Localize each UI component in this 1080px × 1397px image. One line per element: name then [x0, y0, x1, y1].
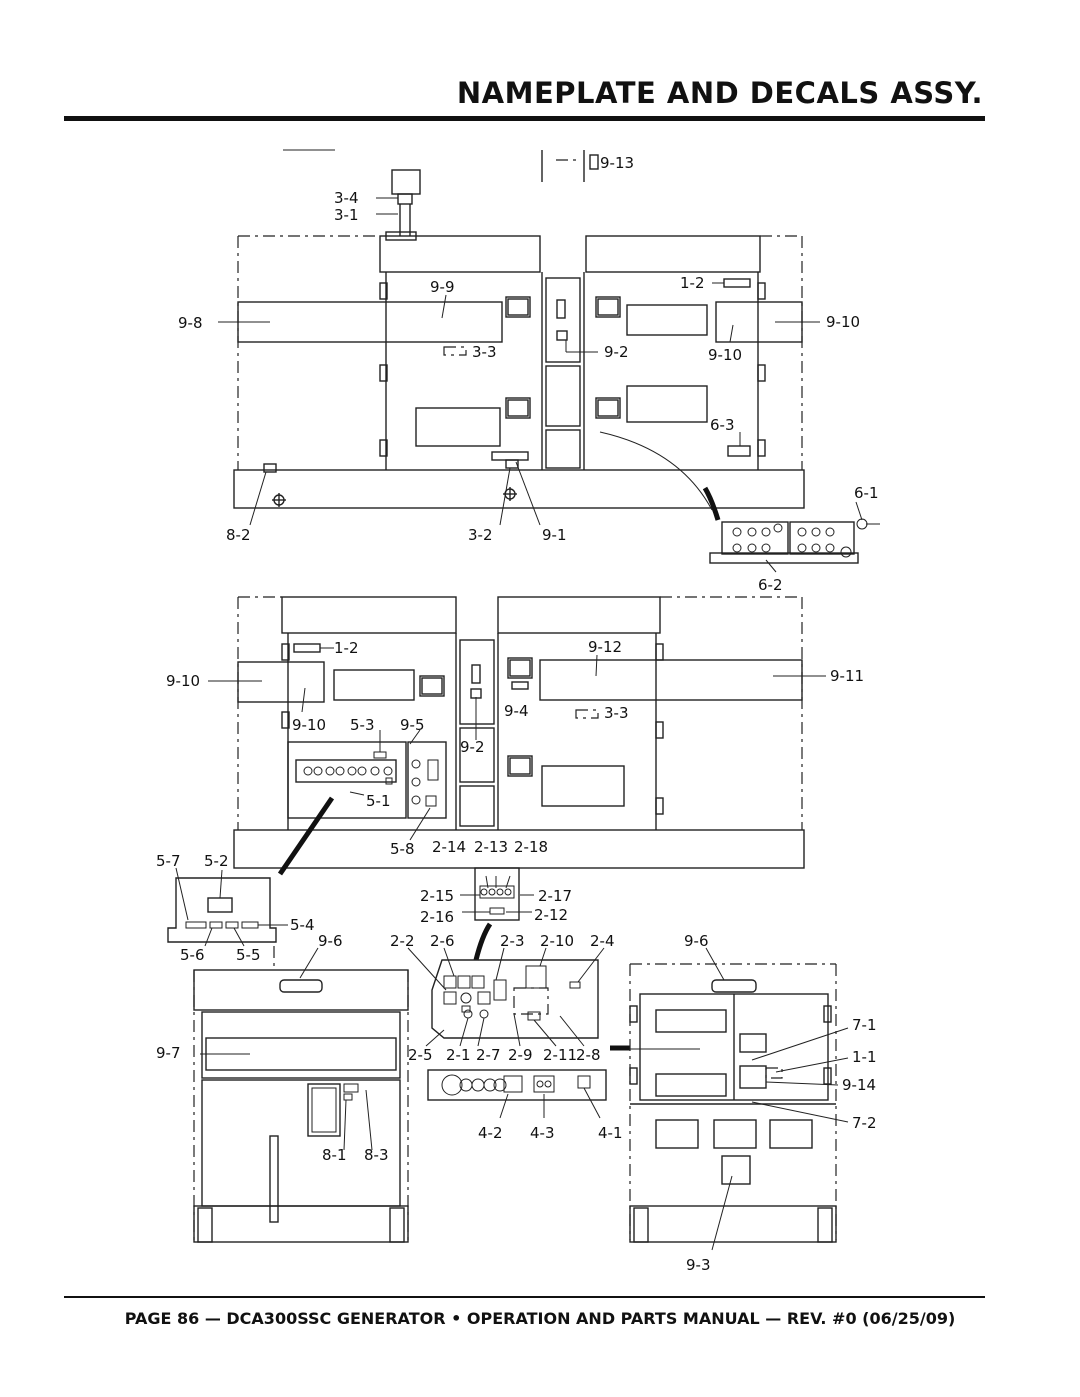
control-box-detail: 5-7 5-2 5-4 5-6 5-5: [156, 852, 315, 964]
callout-2-4: 2-4: [590, 932, 615, 950]
callout-9-7: 9-7: [156, 1044, 181, 1062]
callout-5-8: 5-8: [390, 840, 415, 858]
generator-side-view-top: 9-13 3-4 3-1 9-9 9-8 3-3 9-2 1-2 9-10 9-…: [178, 149, 880, 594]
callout-9-14: 9-14: [842, 1076, 876, 1094]
wiring-panel-detail: 2-2 2-6 2-3 2-10 2-4 2-5 2-1 2-7 2-9 2-1…: [390, 932, 700, 1064]
page-footer: PAGE 86 — DCA300SSC GENERATOR • OPERATIO…: [124, 1309, 956, 1328]
callout-2-15: 2-15: [420, 887, 454, 905]
generator-side-view-middle: 1-2 9-12 9-10 9-11 9-4 3-3 9-10 5-3 9-5 …: [166, 596, 864, 876]
generator-end-view-left: 9-6 9-7 8-1 8-3: [156, 932, 409, 1243]
callout-9-9: 9-9: [430, 278, 455, 296]
callout-2-16: 2-16: [420, 908, 454, 926]
callout-7-2: 7-2: [852, 1114, 877, 1132]
callout-9-5: 9-5: [400, 716, 425, 734]
callout-2-10: 2-10: [540, 932, 574, 950]
callout-9-3: 9-3: [686, 1256, 711, 1274]
callout-2-18: 2-18: [514, 838, 548, 856]
callout-7-1: 7-1: [852, 1016, 877, 1034]
callout-2-1: 2-1: [446, 1046, 471, 1064]
callout-2-6: 2-6: [430, 932, 455, 950]
callout-2-9: 2-9: [508, 1046, 533, 1064]
callout-4-1: 4-1: [598, 1124, 623, 1142]
callout-5-5: 5-5: [236, 946, 261, 964]
callout-6-3: 6-3: [710, 416, 735, 434]
callout-2-11: 2-11: [543, 1046, 577, 1064]
callout-2-14: 2-14: [432, 838, 466, 856]
callout-3-1: 3-1: [334, 206, 359, 224]
callout-4-3: 4-3: [530, 1124, 555, 1142]
callout-1-2: 1-2: [680, 274, 705, 292]
callout-9-12: 9-12: [588, 638, 622, 656]
callout-5-1: 5-1: [366, 792, 391, 810]
callout-3-3: 3-3: [604, 704, 629, 722]
callout-4-2: 4-2: [478, 1124, 503, 1142]
battery-terminals: [732, 518, 880, 558]
output-terminal-detail: 4-2 4-3 4-1: [427, 1069, 623, 1142]
callout-8-3: 8-3: [364, 1146, 389, 1164]
callout-3-2: 3-2: [468, 526, 493, 544]
callout-9-13: 9-13: [600, 154, 634, 172]
callout-3-3: 3-3: [472, 343, 497, 361]
callout-5-3: 5-3: [350, 716, 375, 734]
generator-end-view-right: 9-6 7-1 1-1 9-14 7-2 9-3: [629, 932, 877, 1274]
callout-2-13: 2-13: [474, 838, 508, 856]
callout-1-1: 1-1: [852, 1048, 877, 1066]
callout-5-4: 5-4: [290, 916, 315, 934]
callout-8-2: 8-2: [226, 526, 251, 544]
callout-3-4: 3-4: [334, 189, 359, 207]
callout-9-6: 9-6: [684, 932, 709, 950]
callout-9-2: 9-2: [460, 738, 485, 756]
callout-9-10: 9-10: [708, 346, 742, 364]
callout-2-8: 2-8: [576, 1046, 601, 1064]
callout-2-5: 2-5: [408, 1046, 433, 1064]
callout-1-2: 1-2: [334, 639, 359, 657]
callout-2-7: 2-7: [476, 1046, 501, 1064]
callout-9-2: 9-2: [604, 343, 629, 361]
callout-2-12: 2-12: [534, 906, 568, 924]
callout-9-4: 9-4: [504, 702, 529, 720]
callout-9-1: 9-1: [542, 526, 567, 544]
callout-9-10: 9-10: [826, 313, 860, 331]
callout-5-6: 5-6: [180, 946, 205, 964]
callout-9-10: 9-10: [166, 672, 200, 690]
footer-rule: [64, 1296, 985, 1298]
title-rule: [64, 116, 985, 121]
callout-5-2: 5-2: [204, 852, 229, 870]
callout-2-2: 2-2: [390, 932, 415, 950]
callout-2-3: 2-3: [500, 932, 525, 950]
callout-5-7: 5-7: [156, 852, 181, 870]
callout-9-11: 9-11: [830, 667, 864, 685]
page-title: NAMEPLATE AND DECALS ASSY.: [456, 76, 983, 110]
callout-9-8: 9-8: [178, 314, 203, 332]
callout-9-6: 9-6: [318, 932, 343, 950]
callout-2-17: 2-17: [538, 887, 572, 905]
callout-6-2: 6-2: [758, 576, 783, 594]
callout-8-1: 8-1: [322, 1146, 347, 1164]
callout-6-1: 6-1: [854, 484, 879, 502]
callout-9-10: 9-10: [292, 716, 326, 734]
breaker-panel-detail: 2-15 2-17 2-16 2-12: [420, 867, 572, 961]
